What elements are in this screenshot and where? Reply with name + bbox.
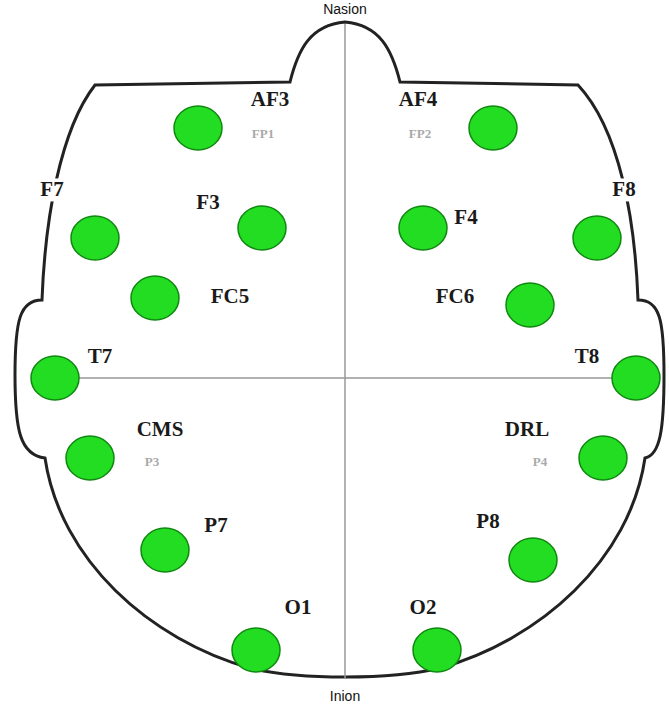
landmark-label: Inion	[328, 689, 362, 704]
electrode	[579, 436, 627, 480]
electrode	[131, 276, 179, 320]
electrode	[71, 216, 119, 260]
alt-electrode-label: FP2	[407, 127, 433, 141]
head-outline	[15, 22, 664, 677]
electrode	[573, 216, 621, 260]
electrode	[66, 436, 114, 480]
electrode-label: CMS	[135, 418, 186, 441]
electrode	[31, 356, 79, 400]
electrode	[612, 356, 660, 400]
electrode-label: AF3	[249, 88, 292, 111]
electrode-label: F7	[38, 178, 65, 201]
electrode-label: F8	[610, 178, 637, 201]
alt-electrode-label: P3	[143, 455, 161, 469]
electrode-label: F3	[194, 191, 221, 214]
electrode	[469, 106, 517, 150]
alt-electrode-label: FP1	[250, 127, 276, 141]
electrode	[174, 106, 222, 150]
electrode	[509, 538, 557, 582]
electrode-label: O2	[408, 596, 439, 619]
electrode-label: F4	[452, 206, 479, 229]
electrode	[232, 628, 280, 672]
midline	[344, 24, 346, 678]
electrode-label: AF4	[397, 88, 440, 111]
electrode	[413, 628, 461, 672]
electrode	[238, 206, 286, 250]
electrode-label: P8	[474, 510, 501, 533]
ear-line	[42, 377, 640, 379]
electrode	[141, 528, 189, 572]
electrode	[506, 283, 554, 327]
alt-electrode-label: P4	[531, 455, 549, 469]
landmark-label: Nasion	[321, 2, 369, 17]
electrode-label: FC6	[434, 285, 477, 308]
electrode-label: P7	[202, 514, 229, 537]
electrode-label: O1	[283, 596, 314, 619]
electrode	[399, 206, 447, 250]
electrode-label: DRL	[503, 418, 551, 441]
electrode-label: FC5	[209, 285, 252, 308]
electrode-label: T7	[86, 345, 115, 368]
electrode-label: T8	[573, 345, 602, 368]
